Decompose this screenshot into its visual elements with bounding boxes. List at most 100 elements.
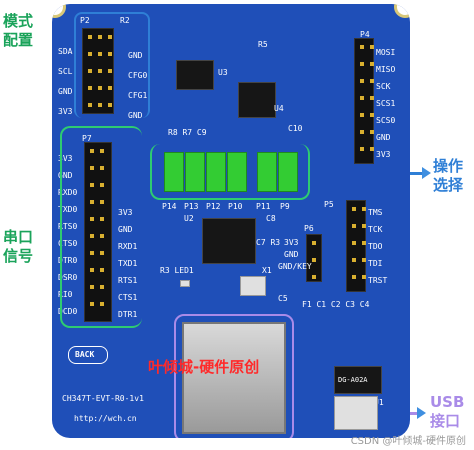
label: CFG0 [128, 71, 148, 80]
label: SCL [58, 67, 73, 76]
label: SDA [58, 47, 73, 56]
p6-header [306, 234, 322, 282]
chip-u3 [176, 60, 214, 90]
callout-line: USB [430, 393, 465, 411]
header-pin [98, 52, 102, 56]
callout-line: 接口 [430, 412, 461, 430]
jumper-bracket [150, 144, 310, 200]
silk-jumper: P11 [256, 202, 271, 211]
label: CTS0 [58, 239, 78, 248]
header-pin [90, 302, 94, 306]
header-pin [88, 103, 92, 107]
header-pin [370, 79, 374, 83]
silk-back: BACK [75, 350, 95, 359]
header-pin [362, 207, 366, 211]
silk-r2: R2 [120, 16, 130, 25]
header-pin [360, 96, 364, 100]
silk-c5: C5 [278, 294, 288, 303]
header-pin [370, 130, 374, 134]
label: RXD1 [118, 242, 138, 251]
spi-header [354, 38, 374, 164]
header-pin [370, 96, 374, 100]
label: TDI [368, 259, 383, 268]
silk-jumper: P13 [184, 202, 199, 211]
callout-line: 选择 [433, 176, 464, 194]
silk-jumper: P10 [228, 202, 243, 211]
label: GND [128, 111, 143, 120]
csdn-watermark: CSDN @叶倾城-硬件原创 [350, 436, 466, 447]
spi-labels: MOSI MISO SCK SCS1 SCS0 GND 3V3 [376, 44, 395, 163]
operate-select-callout: 操作 选择 [433, 157, 463, 195]
label: TCK [368, 225, 383, 234]
usb-connector[interactable] [182, 322, 286, 434]
silk-p6: P6 [304, 224, 314, 233]
silk-p6-label: 3V3 [284, 238, 299, 247]
header-pin [100, 251, 104, 255]
header-pin [108, 35, 112, 39]
header-pin [360, 113, 364, 117]
label: DTR0 [58, 256, 78, 265]
label: GND [58, 171, 73, 180]
silk-p6-label: GND [284, 250, 299, 259]
header-pin [352, 224, 356, 228]
mode-bracket [74, 12, 150, 118]
header-pin [360, 79, 364, 83]
header-pin [88, 69, 92, 73]
header-pin [352, 241, 356, 245]
callout-line: 串口 [3, 228, 34, 246]
label: RTS1 [118, 276, 138, 285]
label: SCS1 [376, 99, 396, 108]
serial-header [84, 142, 112, 322]
silk-p2: P2 [80, 16, 90, 25]
label: MOSI [376, 48, 396, 57]
silk-p6-label: GND/KEY [278, 262, 312, 271]
silk-jumper: P14 [162, 202, 177, 211]
silk-x1: X1 [262, 266, 272, 275]
header-pin [90, 234, 94, 238]
pcb-board: P2 R2 SDA SCL GND 3V3 GND CFG0 CFG1 GND … [52, 4, 410, 438]
header-pin [360, 62, 364, 66]
label: RI0 [58, 290, 73, 299]
crystal-x1 [240, 276, 266, 296]
header-pin [312, 275, 316, 279]
header-pin [90, 217, 94, 221]
header-pin [100, 302, 104, 306]
label: DCD0 [58, 307, 78, 316]
mode-header [82, 28, 114, 114]
jumper[interactable] [185, 152, 205, 192]
jumper[interactable] [278, 152, 298, 192]
label: GND [376, 133, 391, 142]
label: TXD1 [118, 259, 138, 268]
header-pin [100, 149, 104, 153]
header-pin [108, 69, 112, 73]
label: MISO [376, 65, 396, 74]
header-pin [90, 200, 94, 204]
jumper[interactable] [257, 152, 277, 192]
jumper[interactable] [206, 152, 226, 192]
header-pin [108, 103, 112, 107]
header-pin [100, 234, 104, 238]
header-pin [352, 207, 356, 211]
header-pin [108, 52, 112, 56]
label: TDO [368, 242, 383, 251]
label: 3V3 [58, 107, 73, 116]
silk-r5: R5 [258, 40, 268, 49]
label: DSR0 [58, 273, 78, 282]
silk-r8r7c9: R8 R7 C9 [168, 128, 207, 137]
label: GND [128, 51, 143, 60]
label: TMS [368, 208, 383, 217]
header-pin [362, 258, 366, 262]
header-pin [100, 166, 104, 170]
mode-left-labels: SDA SCL GND 3V3 [58, 42, 72, 122]
usb-port-callout: USB 接口 [430, 393, 464, 431]
mode-config-callout: 模式 配置 [3, 12, 33, 50]
serial-left-labels: 3V3 GND RXD0 TXD0 RTS0 CTS0 DTR0 DSR0 RI… [58, 150, 77, 320]
jumper[interactable] [164, 152, 184, 192]
jumper[interactable] [227, 152, 247, 192]
silk-url: http://wch.cn [74, 414, 137, 423]
label: SCK [376, 82, 391, 91]
label: TXD0 [58, 205, 78, 214]
silk-jumper: P9 [280, 202, 290, 211]
serial-signal-callout: 串口 信号 [3, 228, 33, 266]
callout-line: 操作 [433, 157, 464, 175]
